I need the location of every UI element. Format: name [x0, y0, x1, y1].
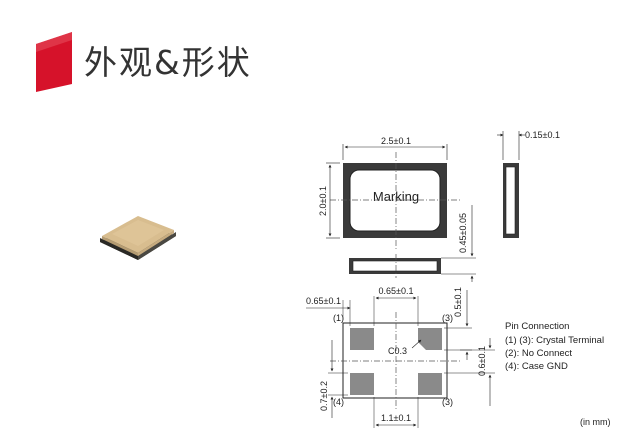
- pad-2: [418, 373, 442, 395]
- pin-1-label: (1): [333, 313, 344, 323]
- top-view: Marking 2.5±0.1 2.0±0.1: [318, 136, 460, 250]
- page-title: 外观&形状: [84, 43, 252, 82]
- pin-4-label: (4): [333, 397, 344, 407]
- pin-connection-line-1: (1) (3): Crystal Terminal: [505, 335, 604, 346]
- side-height-dim: 0.45±0.05: [458, 213, 468, 253]
- pad-pitch-h-dim: 1.1±0.1: [381, 413, 411, 423]
- side-thickness-dim: 0.15±0.1: [525, 130, 560, 140]
- unit-note: (in mm): [580, 417, 611, 427]
- pad-offset-dim: 0.65±0.1: [306, 296, 341, 306]
- pin-connection-line-2: (2): No Connect: [505, 348, 572, 359]
- pad-3: [418, 328, 442, 350]
- pin-3-label: (3): [442, 313, 453, 323]
- pad-4: [350, 373, 374, 395]
- pin-connection: Pin Connection (1) (3): Crystal Terminal…: [505, 321, 604, 372]
- pin-connection-line-3: (4): Case GND: [505, 361, 568, 372]
- pad-1: [350, 328, 374, 350]
- pad-height-top-dim: 0.5±0.1: [453, 287, 463, 317]
- header-badge-icon: [36, 32, 72, 92]
- pad-pitch-v-dim: 0.6±0.1: [477, 346, 487, 376]
- product-photo: [100, 216, 176, 260]
- pad-width-dim: 0.65±0.1: [379, 286, 414, 296]
- top-height-dim: 2.0±0.1: [318, 186, 328, 216]
- bottom-view: C0.3 (1) (3) (4) (3) 0.65±0.1 0.65±0.1 0…: [306, 286, 495, 428]
- pin-3b-label: (3): [442, 397, 453, 407]
- chamfer-label: C0.3: [388, 346, 407, 356]
- pad-height-bottom-dim: 0.7±0.2: [319, 381, 329, 411]
- top-width-dim: 2.5±0.1: [381, 136, 411, 146]
- front-profile: [349, 254, 476, 278]
- pin-connection-title: Pin Connection: [505, 321, 569, 332]
- side-view: 0.15±0.1 0.45±0.05: [458, 130, 560, 282]
